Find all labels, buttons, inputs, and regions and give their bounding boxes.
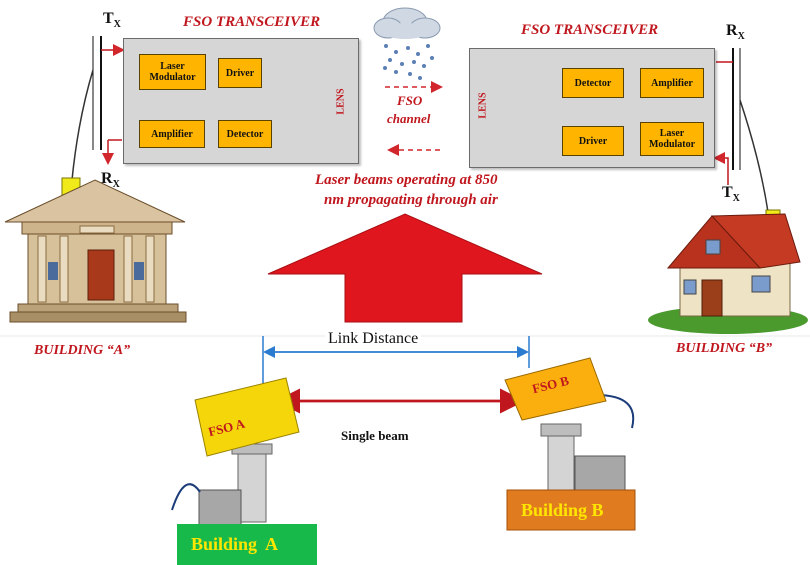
left-detector-block: Detector [218,120,272,148]
right-driver-block: Driver [562,126,624,156]
fso-a-unit [171,377,300,531]
left-tx-letter: T [103,10,114,27]
channel-arrows [385,81,443,156]
cloud-icon [373,7,441,80]
building-a-label: BUILDING “A” [34,343,131,358]
right-rx-label: RX [726,22,745,42]
right-transceiver-title: FSO TRANSCEIVER [521,22,659,38]
left-driver-block: Driver [218,58,262,88]
caption-line2: nm propagating through air [324,192,498,208]
left-rx-letter: R [101,170,113,187]
right-rx-letter: R [726,22,738,39]
right-tx-sub: X [732,193,740,205]
big-red-arrow [267,213,543,323]
left-tx-label: TX [103,10,121,30]
left-tx-sub: X [113,19,121,31]
building-a-box-label: Building A [191,534,279,554]
building-b-illustration [648,209,808,334]
right-amplifier-block: Amplifier [640,68,704,98]
right-tx-letter: T [722,184,733,201]
link-distance-label: Link Distance [325,330,422,348]
building-b-box [506,489,636,531]
right-laser-modulator-block: Laser Modulator [640,122,704,156]
left-antenna [71,36,125,181]
caption-line1: Laser beams operating at 850 [315,172,498,188]
left-rx-label: RX [101,170,120,190]
building-a-illustration [4,177,187,323]
building-a-box [177,524,317,565]
fso-b-unit [504,357,635,497]
right-detector-block: Detector [562,68,624,98]
left-laser-modulator-block: Laser Modulator [139,54,206,90]
left-transceiver-title: FSO TRANSCEIVER [183,14,321,30]
right-tx-label: TX [722,184,740,204]
left-amplifier-block: Amplifier [139,120,205,148]
left-lens-label: LENS [335,88,347,115]
left-rx-sub: X [112,179,120,191]
fso-channel-line2: channel [387,111,431,126]
building-b-box-label: Building B [521,500,604,520]
fso-channel-line1: FSO [397,93,423,108]
single-beam-label: Single beam [341,428,409,443]
right-lens-label: LENS [477,92,489,119]
right-antenna [713,48,769,213]
right-rx-sub: X [737,31,745,43]
link-distance-dimension [262,336,530,388]
building-b-label: BUILDING “B” [676,341,773,356]
